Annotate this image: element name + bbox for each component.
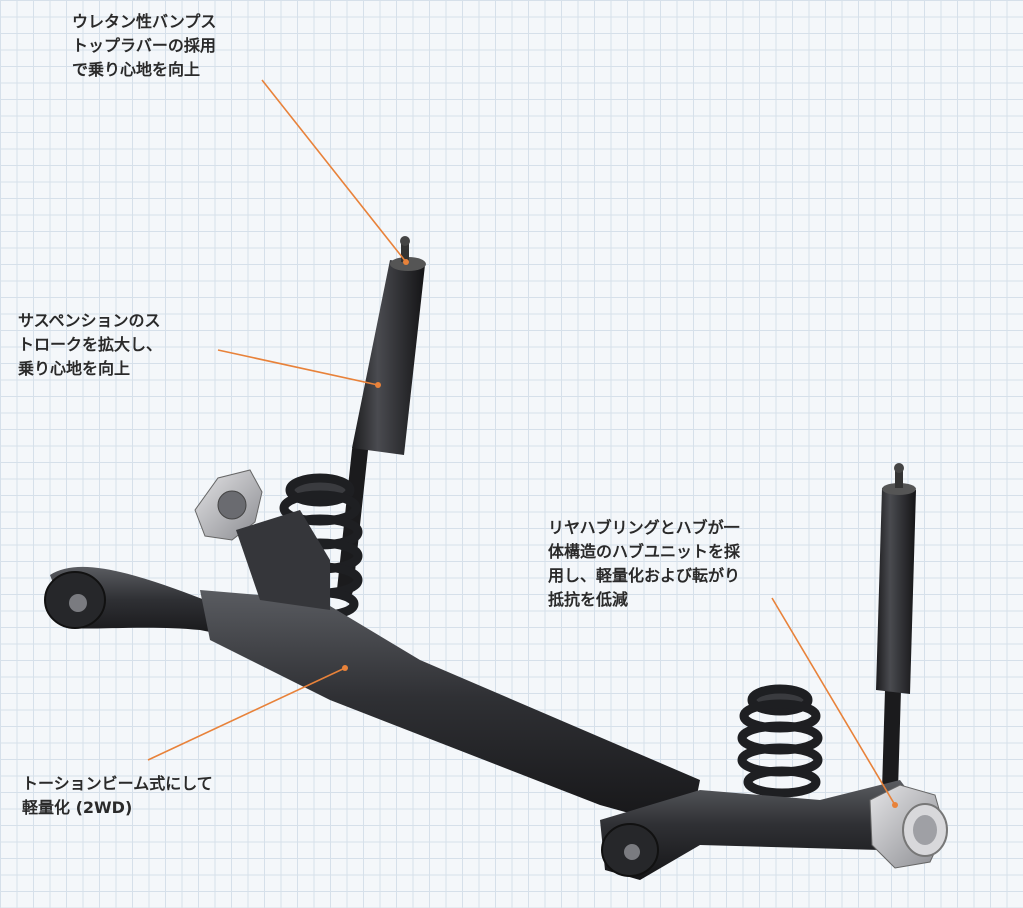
callout-line: 抵抗を低減 (548, 590, 629, 609)
leader-lines (147, 79, 896, 806)
leader-bump-stop (261, 79, 407, 263)
right-shock-absorber (876, 463, 916, 798)
callout-bump-stop: ウレタン性バンプス トップラバーの採用 で乗り心地を向上 (72, 10, 216, 82)
callout-line: リヤハブリングとハブが一 (548, 518, 740, 537)
callout-line: ウレタン性バンプス (72, 12, 217, 31)
callout-line: トーションビーム式にして (22, 774, 213, 793)
leader-dots (342, 259, 898, 808)
callout-line: 用し、軽量化および転がり (548, 566, 741, 585)
right-trailing-arm (600, 780, 930, 880)
torsion-beam (200, 510, 700, 830)
leader-stroke (217, 349, 379, 386)
leader-dot (403, 259, 409, 265)
left-hub (194, 469, 263, 541)
callout-line: 乗り心地を向上 (18, 359, 131, 378)
right-hub-unit (869, 784, 948, 869)
callout-line: サスペンションのス (18, 311, 161, 330)
leader-hub (771, 597, 896, 806)
callout-line: 体構造のハブユニットを採 (548, 542, 741, 561)
callout-line: トロークを拡大し、 (18, 335, 163, 354)
callout-stroke: サスペンションのス トロークを拡大し、 乗り心地を向上 (18, 309, 162, 381)
callout-hub-unit: リヤハブリングとハブが一 体構造のハブユニットを採 用し、軽量化および転がり 抵… (548, 516, 740, 612)
callout-torsion-beam: トーションビーム式にして 軽量化 (2WD) (22, 772, 213, 820)
leader-dot (892, 802, 898, 808)
callout-line: で乗り心地を向上 (72, 60, 201, 79)
right-coil-spring (737, 684, 823, 798)
leader-dot (375, 382, 381, 388)
callout-line: トップラバーの採用 (72, 36, 216, 55)
leader-dot (342, 665, 348, 671)
leader-torsion-beam (147, 667, 346, 761)
callout-line: 軽量化 (2WD) (22, 798, 133, 817)
